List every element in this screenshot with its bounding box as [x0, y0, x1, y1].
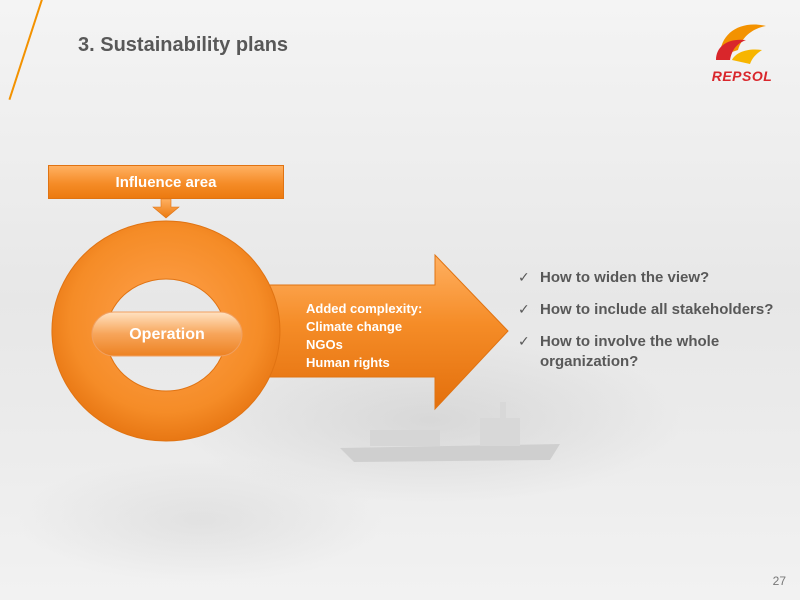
complexity-text: Added complexity: Climate change NGOs Hu…	[306, 300, 466, 372]
influence-ring	[51, 220, 281, 442]
question-text: How to widen the view?	[540, 269, 710, 286]
logo-text: REPSOL	[711, 68, 773, 84]
check-icon: ✓	[518, 302, 530, 318]
complexity-arrow	[239, 253, 509, 411]
ship-silhouette	[340, 402, 560, 462]
check-icon: ✓	[518, 334, 530, 350]
complexity-line: NGOs	[306, 337, 343, 352]
question-text: How to involve the whole organization?	[540, 333, 720, 370]
questions-list: ✓ How to widen the view? ✓ How to includ…	[518, 268, 788, 384]
operation-pill	[91, 311, 243, 357]
diagram-graphic	[51, 220, 509, 442]
page-title: 3. Sustainability plans	[78, 34, 289, 56]
question-item: ✓ How to widen the view?	[518, 268, 788, 288]
complexity-line: Climate change	[306, 319, 403, 334]
question-item: ✓ How to involve the whole organization?	[518, 332, 788, 372]
question-item: ✓ How to include all stakeholders?	[518, 300, 788, 320]
check-icon: ✓	[518, 270, 530, 286]
logo-mark-icon	[716, 24, 766, 64]
complexity-line: Added complexity:	[306, 301, 423, 316]
influence-area-box: Influence area	[48, 165, 284, 199]
complexity-line: Human rights	[306, 355, 390, 370]
page-number: 27	[772, 574, 786, 588]
down-arrow-icon	[152, 199, 180, 219]
repsol-logo: REPSOL	[706, 16, 778, 90]
question-text: How to include all stakeholders?	[540, 301, 774, 318]
operation-label: Operation	[129, 326, 205, 343]
accent-line	[8, 0, 46, 100]
